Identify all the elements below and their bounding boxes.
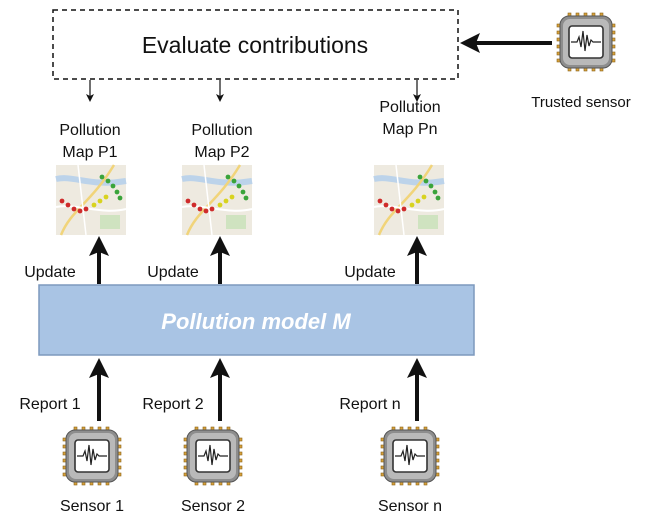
sensor-2-chip-icon [183, 426, 243, 486]
evaluate-contributions-box: Evaluate contributions [52, 9, 459, 80]
report-label-n: Report n [339, 396, 400, 413]
sensor-n-label: Sensor n [378, 498, 442, 515]
pollution-map-pn: Pollution Map Pn [374, 99, 444, 235]
trusted-sensor-label: Trusted sensor [531, 94, 631, 111]
update-arrows [89, 236, 427, 284]
evaluate-contributions-label: Evaluate contributions [142, 32, 368, 58]
pollution-map-thumbnail-icon [374, 165, 444, 235]
pollution-model-box: Pollution model M [38, 284, 475, 356]
map-p1-label-line2: Map P1 [62, 144, 117, 161]
map-p2-label-line1: Pollution [191, 122, 252, 139]
map-p1-label-line1: Pollution [59, 122, 120, 139]
map-p2-label-line2: Map P2 [194, 144, 249, 161]
sensor-1-label: Sensor 1 [60, 498, 124, 515]
sensor-2: Sensor 2 [181, 426, 245, 515]
trusted-sensor-arrow [460, 33, 552, 53]
sensor-n: Sensor n [378, 426, 442, 515]
pollution-map-p2: Pollution Map P2 [182, 122, 253, 235]
report-label-1: Report 1 [19, 396, 80, 413]
report-arrows [89, 358, 427, 421]
sensor-n-chip-icon [380, 426, 440, 486]
report-label-2: Report 2 [142, 396, 203, 413]
sensor-1: Sensor 1 [60, 426, 124, 515]
map-pn-label-line2: Map Pn [382, 121, 437, 138]
update-label-2: Update [147, 264, 199, 281]
pollution-map-thumbnail-icon [56, 165, 126, 235]
update-label-1: Update [24, 264, 76, 281]
sensor-1-chip-icon [62, 426, 122, 486]
sensor-2-label: Sensor 2 [181, 498, 245, 515]
pollution-model-label: Pollution model M [161, 309, 351, 334]
pollution-map-thumbnail-icon [182, 165, 252, 235]
trusted-sensor-chip-icon [556, 12, 616, 72]
update-label-n: Update [344, 264, 396, 281]
evaluate-to-map-arrows [86, 80, 421, 102]
pollution-model-rect [38, 284, 475, 356]
map-pn-label-line1: Pollution [379, 99, 440, 116]
trusted-sensor: Trusted sensor [531, 12, 631, 111]
pollution-map-p1: Pollution Map P1 [56, 122, 126, 235]
